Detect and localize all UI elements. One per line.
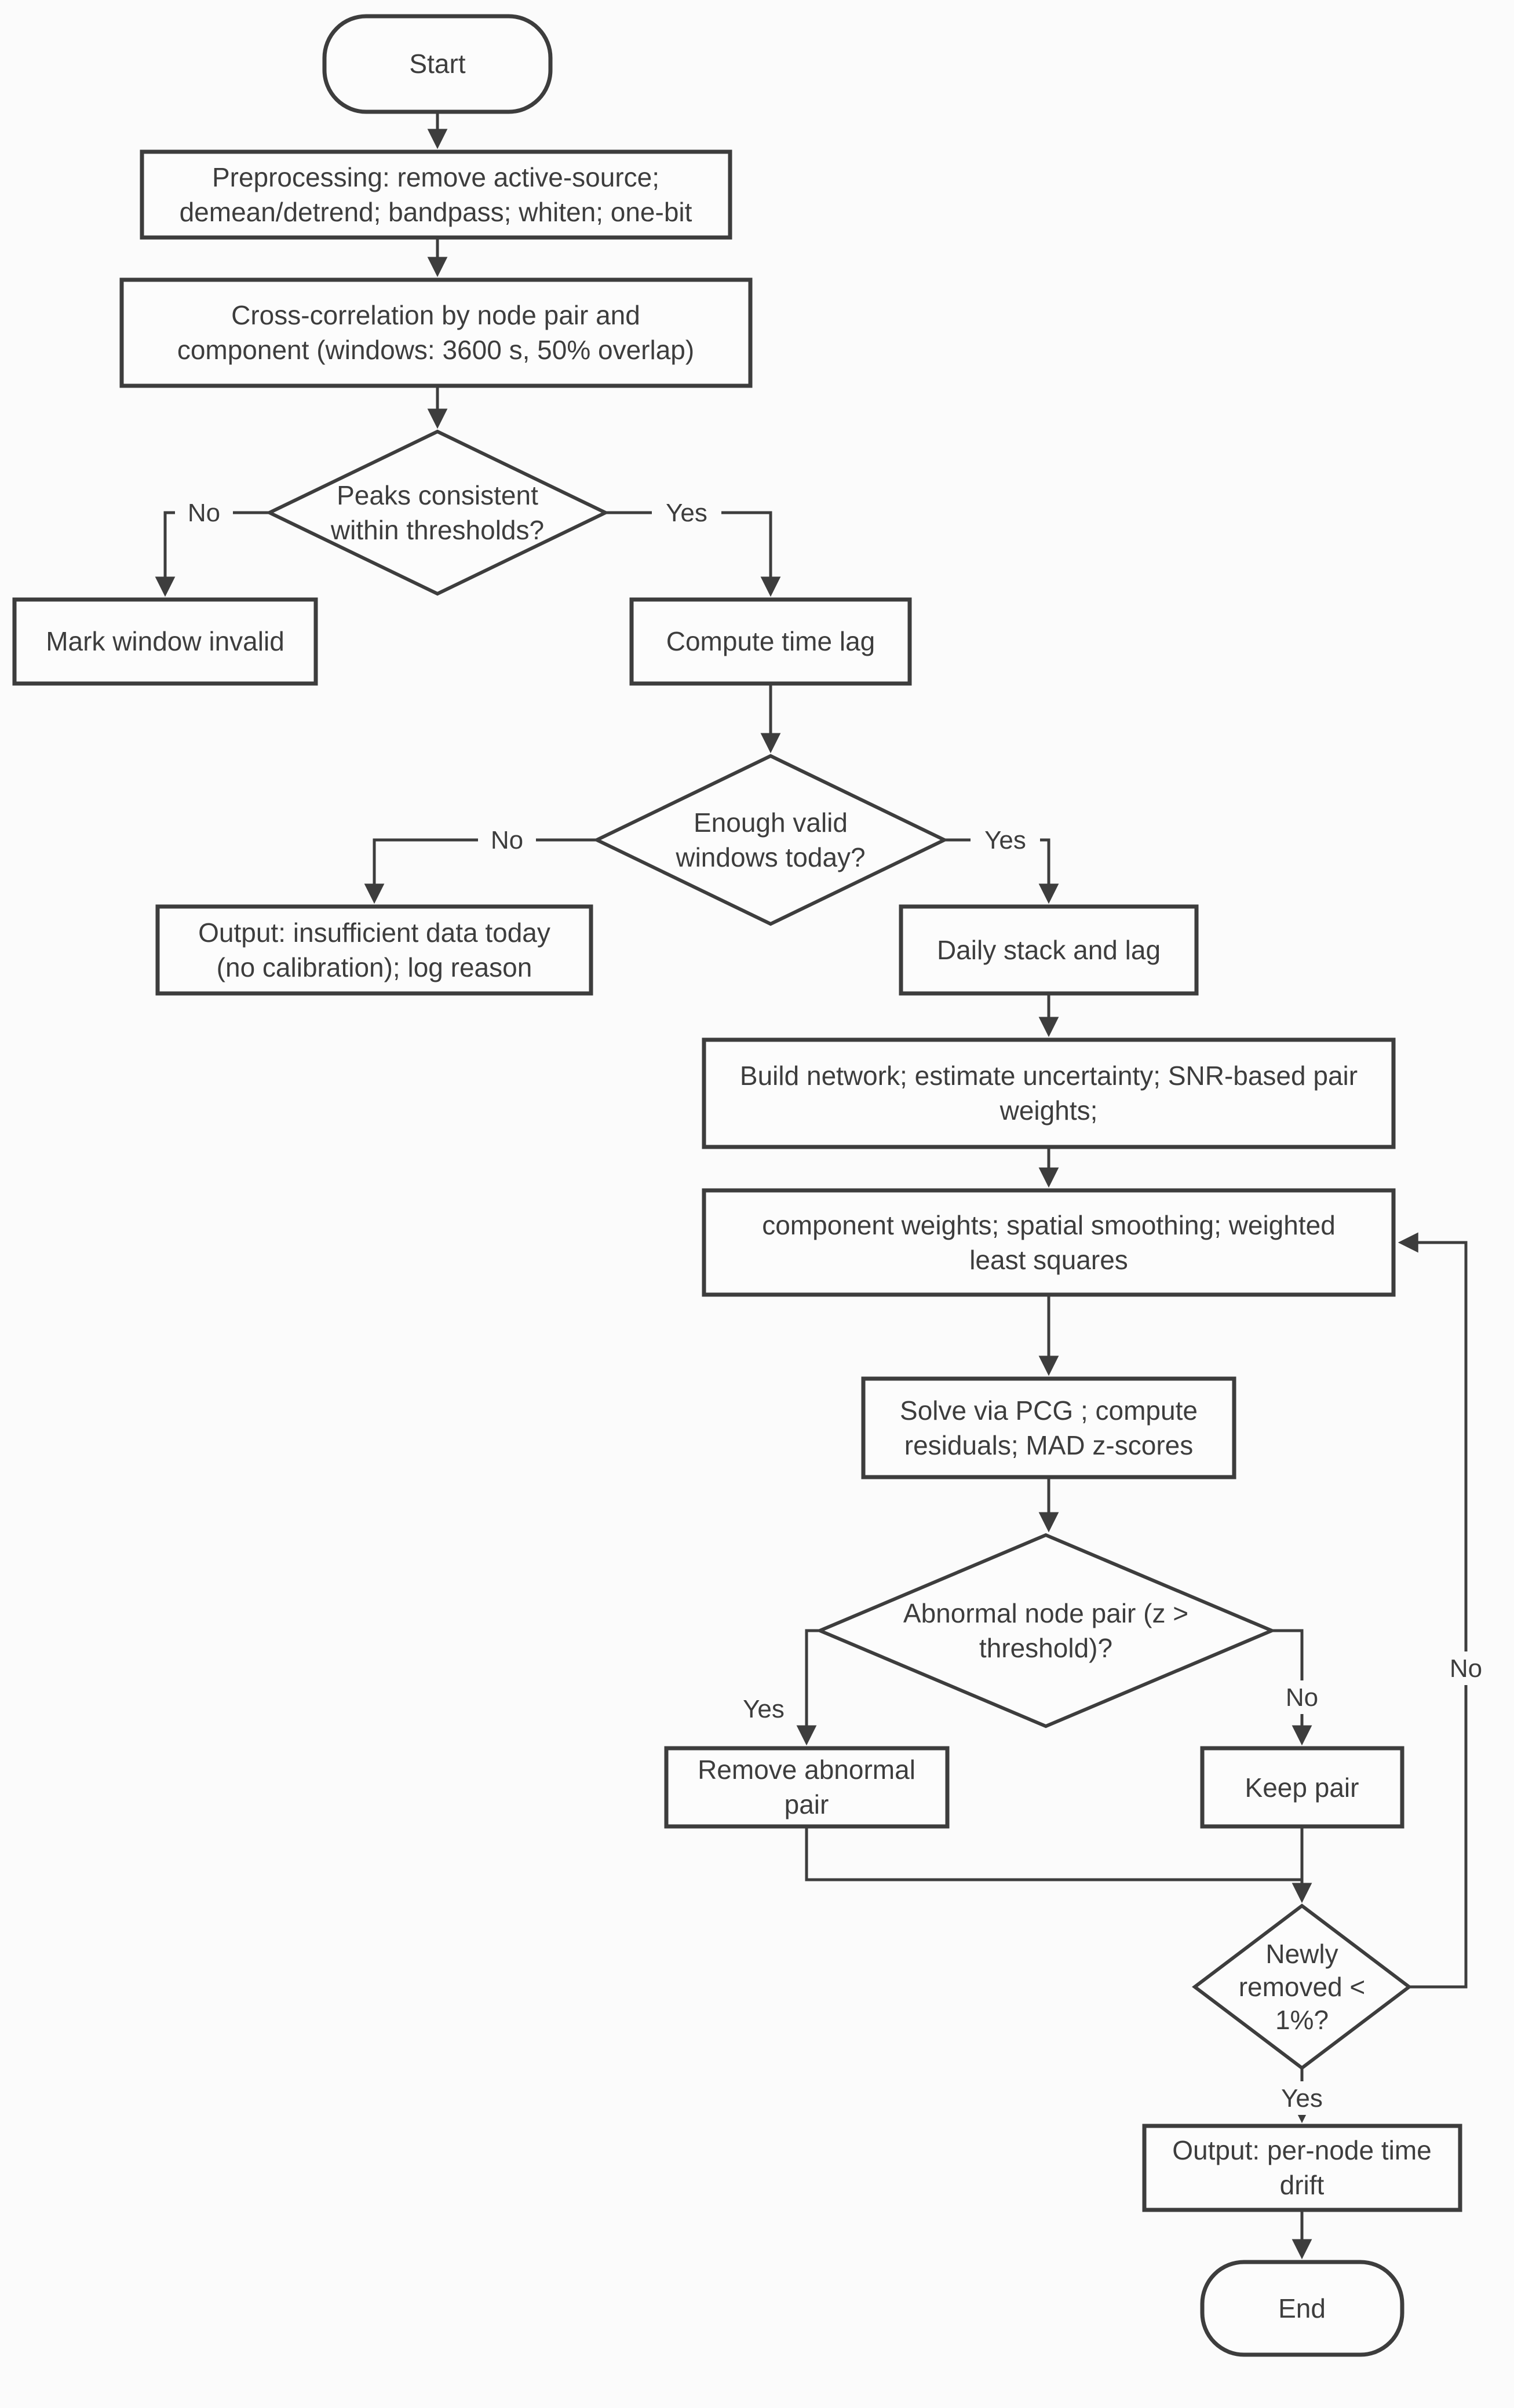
node-compute-time-lag: Compute time lag: [629, 597, 912, 686]
label-bg: [1267, 2081, 1337, 2115]
node-label: Compute time lag: [666, 626, 875, 656]
node-keep-pair: Keep pair: [1200, 1746, 1404, 1829]
node-label-line1: Peaks consistent: [337, 480, 538, 510]
edge-label-enough-yes: Yes: [984, 826, 1026, 854]
node-label-line1: Build network; estimate uncertainty; SNR…: [740, 1061, 1358, 1091]
node-label-line2: windows today?: [675, 842, 865, 872]
node-label: Start: [409, 49, 465, 79]
process-shape: [664, 1746, 950, 1829]
edge-labels: No Yes No Yes Yes No No Yes: [175, 496, 1495, 2115]
label-bg: [652, 496, 721, 529]
process-shape: [140, 149, 732, 240]
node-mark-window-invalid: Mark window invalid: [12, 597, 318, 686]
node-label-line2: component (windows: 3600 s, 50% overlap): [177, 335, 694, 365]
node-label-line2: weights;: [999, 1095, 1098, 1126]
label-bg: [1437, 1651, 1495, 1685]
node-label-line1: component weights; spatial smoothing; we…: [762, 1210, 1336, 1240]
process-shape: [1142, 2124, 1462, 2212]
node-label-line1: Abnormal node pair (z >: [903, 1598, 1188, 1628]
edge-peaks-no: [155, 511, 269, 597]
end-terminator-shape: [1200, 2260, 1404, 2357]
process-shape: [861, 1376, 1236, 1479]
process-shape: [119, 277, 753, 388]
node-label: Mark window invalid: [46, 626, 284, 656]
node-label-line2: threshold)?: [979, 1633, 1112, 1663]
node-daily-stack-and-lag: Daily stack and lag: [899, 904, 1199, 996]
node-start: Start: [322, 14, 553, 114]
node-output-insufficient: Output: insufficient data today (no cali…: [155, 904, 593, 996]
edge-label-abnormal-no: No: [1286, 1683, 1318, 1712]
node-label: End: [1278, 2293, 1326, 2323]
node-output-drift: Output: per-node time drift: [1142, 2124, 1462, 2212]
node-label-line1: Output: insufficient data today: [198, 918, 550, 948]
decision-diamond-shape: [265, 429, 610, 596]
node-label-line2: residuals; MAD z-scores: [904, 1430, 1193, 1460]
edge-label-peaks-no: No: [188, 499, 220, 527]
node-solve-pcg: Solve via PCG ; compute residuals; MAD z…: [861, 1376, 1236, 1479]
process-shape: [12, 597, 318, 686]
node-label-line3: 1%?: [1275, 2005, 1329, 2035]
edge-abnormal-yes: [796, 1629, 820, 1746]
node-label-line1: Solve via PCG ; compute: [900, 1395, 1198, 1426]
node-preprocessing: Preprocessing: remove active-source; dem…: [140, 149, 732, 240]
decision-diamond-shape: [1192, 1903, 1412, 2070]
node-build-network: Build network; estimate uncertainty; SNR…: [702, 1037, 1396, 1149]
label-bg: [175, 496, 233, 529]
node-label-line2: within thresholds?: [330, 515, 544, 545]
node-label-line2: removed <: [1239, 1972, 1366, 2002]
label-bg: [971, 823, 1040, 857]
edge-label-newly-yes: Yes: [1281, 2084, 1323, 2113]
node-label-line2: (no calibration); log reason: [217, 952, 532, 982]
node-label-line2: least squares: [969, 1245, 1128, 1275]
node-label-line1: Enough valid: [694, 807, 848, 838]
node-label: Keep pair: [1245, 1773, 1359, 1803]
process-shape: [1200, 1746, 1404, 1829]
decision-diamond-shape: [815, 1533, 1276, 1729]
edge-label-abnormal-yes: Yes: [743, 1695, 785, 1723]
edge-remove-merge: [805, 1826, 1301, 1881]
node-enough-valid-windows: Enough valid windows today?: [593, 754, 948, 926]
process-shape: [702, 1188, 1396, 1297]
node-label-line2: drift: [1280, 2170, 1325, 2200]
node-cross-correlation: Cross-correlation by node pair and compo…: [119, 277, 753, 388]
node-label-line2: demean/detrend; bandpass; whiten; one-bi…: [180, 197, 692, 227]
node-remove-abnormal-pair: Remove abnormal pair: [664, 1746, 950, 1829]
process-shape: [702, 1037, 1396, 1149]
node-peaks-consistent: Peaks consistent within thresholds?: [265, 429, 610, 596]
process-shape: [899, 904, 1199, 996]
node-newly-removed: Newly removed < 1%?: [1192, 1903, 1412, 2070]
node-label-line1: Newly: [1265, 1939, 1338, 1969]
node-abnormal-node-pair: Abnormal node pair (z > threshold)?: [815, 1533, 1276, 1729]
edge-label-newly-no: No: [1450, 1654, 1482, 1683]
node-label: Daily stack and lag: [937, 935, 1161, 965]
decision-diamond-shape: [593, 754, 948, 926]
edge-label-peaks-yes: Yes: [666, 499, 707, 527]
node-label-line1: Cross-correlation by node pair and: [231, 300, 640, 330]
label-bg: [1273, 1680, 1331, 1714]
start-terminator-shape: [322, 14, 553, 114]
node-label-line2: pair: [785, 1789, 829, 1819]
node-label-line1: Remove abnormal: [698, 1755, 915, 1785]
node-label-line1: Output: per-node time: [1172, 2135, 1431, 2165]
process-shape: [629, 597, 912, 686]
label-bg: [478, 823, 536, 857]
node-end: End: [1200, 2260, 1404, 2357]
node-label-line1: Preprocessing: remove active-source;: [212, 162, 659, 192]
edge-label-enough-no: No: [491, 826, 523, 854]
edge-newly-no-feedback: [1398, 1232, 1468, 1989]
node-component-weights: component weights; spatial smoothing; we…: [702, 1188, 1396, 1297]
process-shape: [155, 904, 593, 996]
